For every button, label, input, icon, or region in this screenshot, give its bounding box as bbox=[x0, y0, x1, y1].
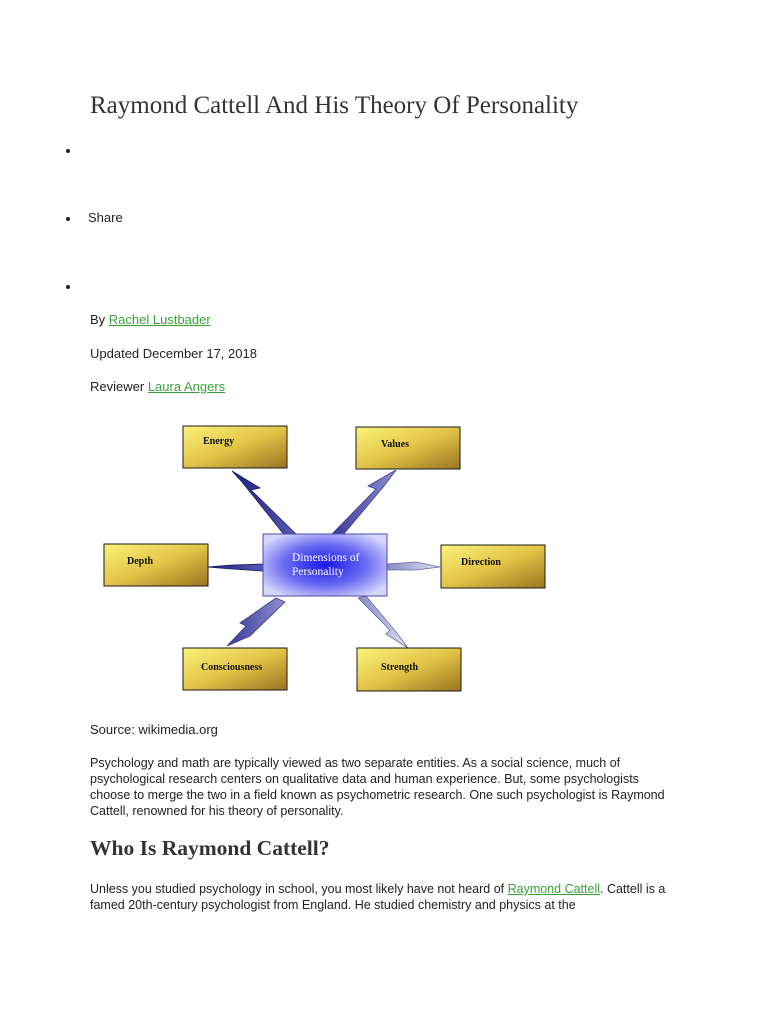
node-values-label: Values bbox=[381, 439, 409, 450]
center-label-line2: Personality bbox=[292, 566, 344, 578]
node-energy-label: Energy bbox=[203, 436, 234, 447]
intro-paragraph: Psychology and math are typically viewed… bbox=[90, 756, 665, 818]
node-values: Values bbox=[355, 426, 461, 470]
updated-date: Updated December 17, 2018 bbox=[90, 346, 257, 361]
byline: By Rachel Lustbader bbox=[90, 312, 211, 328]
bullet-dot bbox=[66, 216, 70, 221]
node-consciousness: Consciousness bbox=[182, 647, 288, 691]
bullet-dot bbox=[66, 148, 70, 153]
center-label-line1: Dimensions of bbox=[292, 552, 360, 564]
byline-prefix: By bbox=[90, 312, 106, 327]
reviewer-line: Reviewer Laura Angers bbox=[90, 379, 225, 395]
node-strength-label: Strength bbox=[381, 662, 418, 673]
share-label[interactable]: Share bbox=[88, 210, 123, 225]
raymond-cattell-link[interactable]: Raymond Cattell bbox=[507, 882, 600, 896]
arrow-to-energy bbox=[231, 470, 297, 538]
author-link[interactable]: Rachel Lustbader bbox=[108, 312, 211, 327]
share-list-item-empty-2[interactable] bbox=[66, 278, 88, 294]
section-paragraph-text-before: Unless you studied psychology in school,… bbox=[90, 882, 508, 896]
image-source-caption: Source: wikimedia.org bbox=[90, 722, 218, 737]
share-list-item[interactable]: Share bbox=[66, 210, 123, 226]
node-direction: Direction bbox=[440, 544, 546, 589]
personality-dimensions-diagram: Dimensions of Personality Energy Values … bbox=[103, 425, 546, 692]
section-paragraph-text-after: . Cattell is a famed 20th-century psycho… bbox=[90, 882, 666, 912]
node-depth-label: Depth bbox=[127, 556, 154, 567]
arrow-to-values bbox=[331, 469, 397, 537]
node-strength: Strength bbox=[356, 647, 462, 692]
article-title: Raymond Cattell And His Theory Of Person… bbox=[90, 92, 579, 119]
reviewer-prefix: Reviewer bbox=[90, 379, 145, 394]
arrow-to-direction bbox=[385, 561, 441, 571]
reviewer-link[interactable]: Laura Angers bbox=[147, 379, 226, 394]
bullet-dot bbox=[66, 284, 70, 289]
share-list-item-empty-1[interactable] bbox=[66, 142, 88, 158]
section-heading: Who Is Raymond Cattell? bbox=[90, 836, 330, 860]
arrow-to-depth bbox=[206, 563, 264, 572]
arrow-to-strength bbox=[357, 595, 409, 649]
node-energy: Energy bbox=[182, 425, 288, 469]
node-depth: Depth bbox=[103, 543, 209, 587]
node-direction-label: Direction bbox=[461, 557, 501, 568]
center-node: Dimensions of Personality bbox=[262, 533, 388, 597]
section-paragraph: Unless you studied psychology in school,… bbox=[90, 881, 680, 913]
arrow-to-consciousness bbox=[226, 597, 286, 647]
node-consciousness-label: Consciousness bbox=[201, 662, 262, 673]
